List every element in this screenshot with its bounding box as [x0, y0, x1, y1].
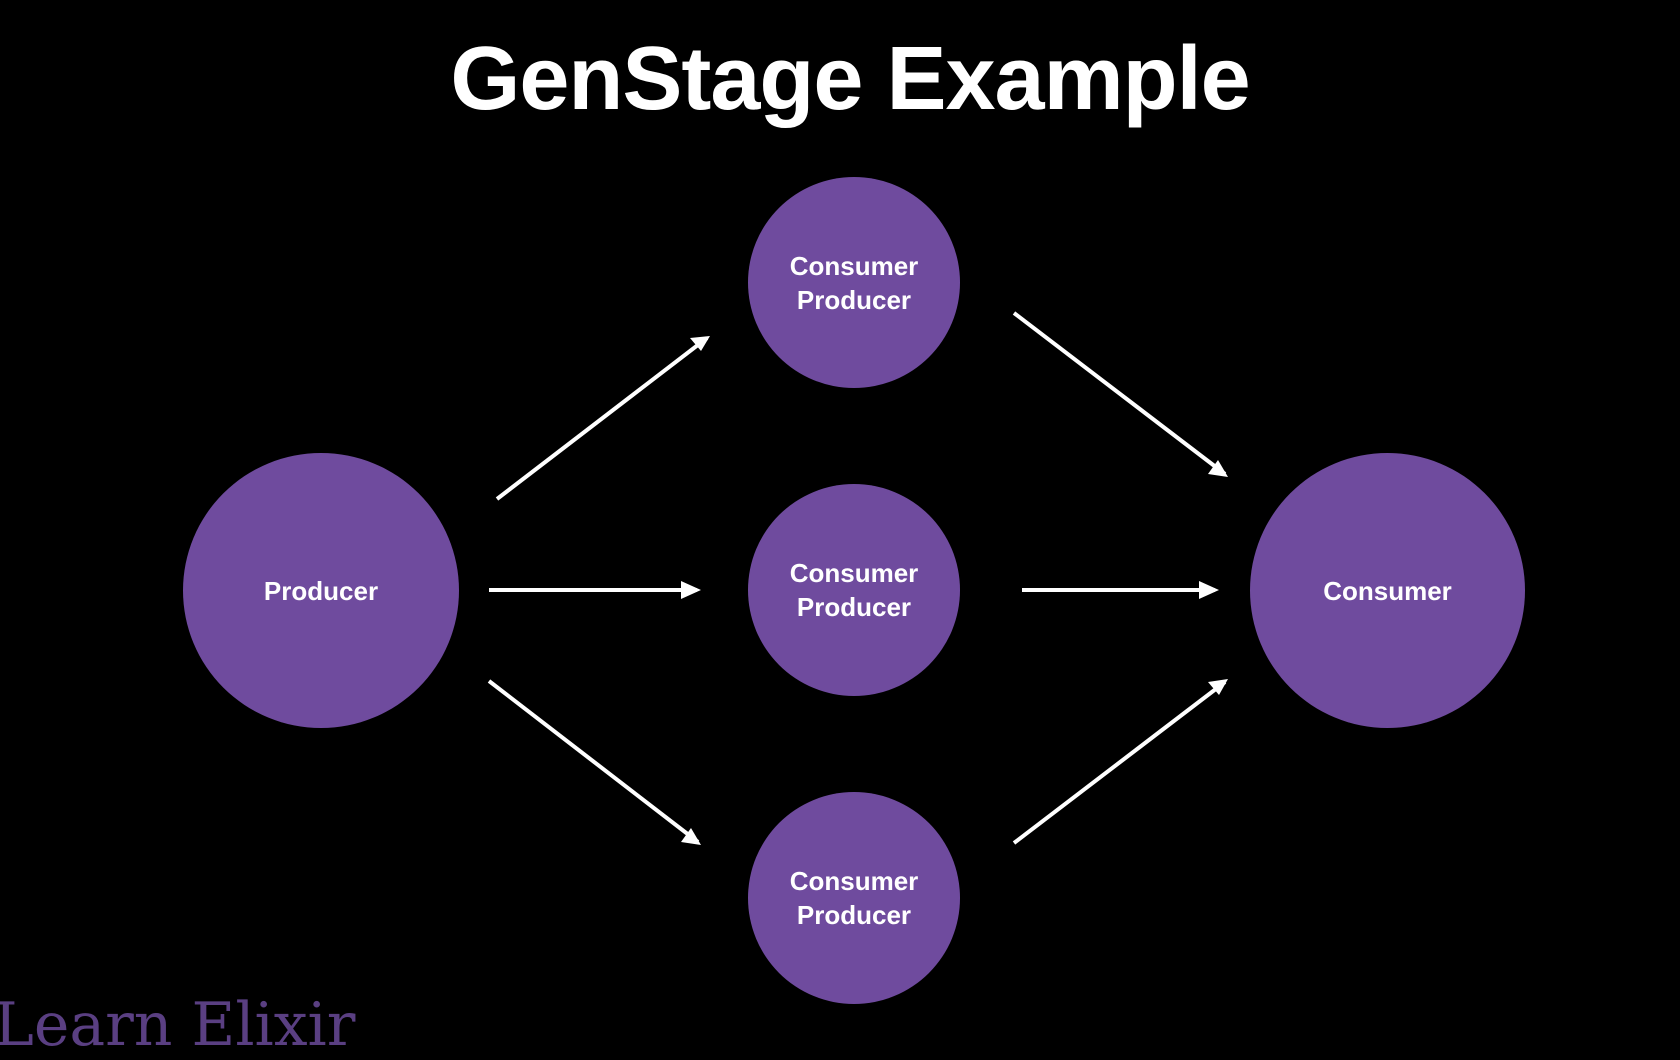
arrow-top-to-consumer [1012, 311, 1227, 476]
consumer-producer-bottom-line1: Consumer [789, 866, 919, 896]
consumer-node: Consumer [1250, 453, 1525, 728]
arrow-producer-to-top [495, 336, 709, 501]
consumer-producer-middle-line1: Consumer [789, 558, 919, 588]
consumer-producer-bottom-line2: Producer [796, 900, 912, 930]
arrow-producer-to-bottom [487, 679, 700, 844]
consumer-producer-top-line2: Producer [796, 284, 912, 315]
consumer-producer-node-bottom: Consumer Producer [748, 792, 960, 1004]
arrowhead-top-to-consumer [1208, 460, 1228, 477]
consumer-producer-middle-line2: Producer [796, 592, 912, 622]
consumer-producer-top-line1: Consumer [789, 250, 919, 281]
slide-title: GenStage Example [450, 29, 1250, 129]
consumer-producer-node-top: Consumer Producer [748, 177, 960, 388]
producer-node: Producer [183, 453, 459, 728]
arrow-bottom-to-consumer [1012, 680, 1227, 845]
arrowhead-producer-to-middle [681, 581, 701, 599]
consumer-label: Consumer [1323, 575, 1452, 606]
arrowhead-middle-to-consumer [1199, 581, 1219, 599]
watermark: Learn Elixir [0, 990, 356, 1060]
arrowhead-producer-to-bottom [681, 828, 701, 845]
arrowhead-producer-to-top [690, 336, 710, 351]
consumer-producer-node-middle: Consumer Producer [748, 484, 960, 696]
producer-label: Producer [263, 575, 379, 606]
arrowhead-bottom-to-consumer [1208, 679, 1228, 695]
diagram-arrows [487, 311, 1228, 845]
